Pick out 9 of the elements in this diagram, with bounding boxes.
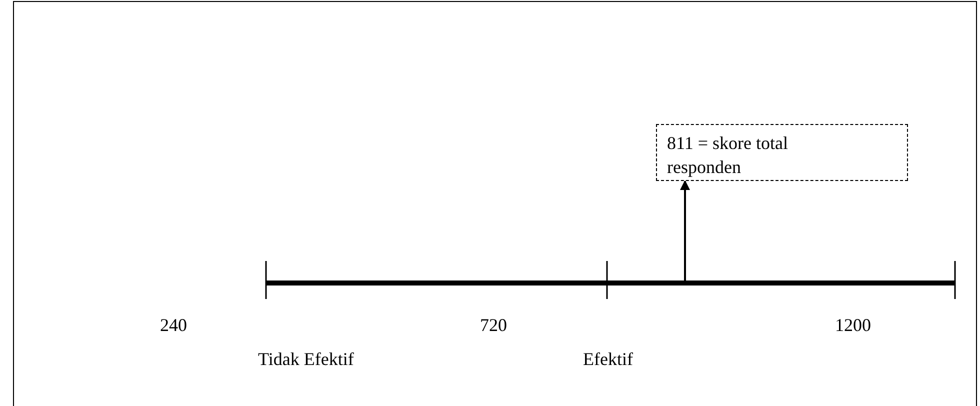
arrow — [680, 180, 690, 283]
callout-box — [656, 124, 908, 181]
scale-line — [265, 261, 956, 299]
scale-value: 1200 — [835, 315, 871, 336]
scale-value: 240 — [160, 315, 187, 336]
callout-text: 811 = skore total responden — [667, 132, 789, 179]
scale-value: 720 — [480, 315, 507, 336]
category-label: Tidak Efektif — [258, 349, 354, 370]
category-label: Efektif — [583, 349, 633, 370]
